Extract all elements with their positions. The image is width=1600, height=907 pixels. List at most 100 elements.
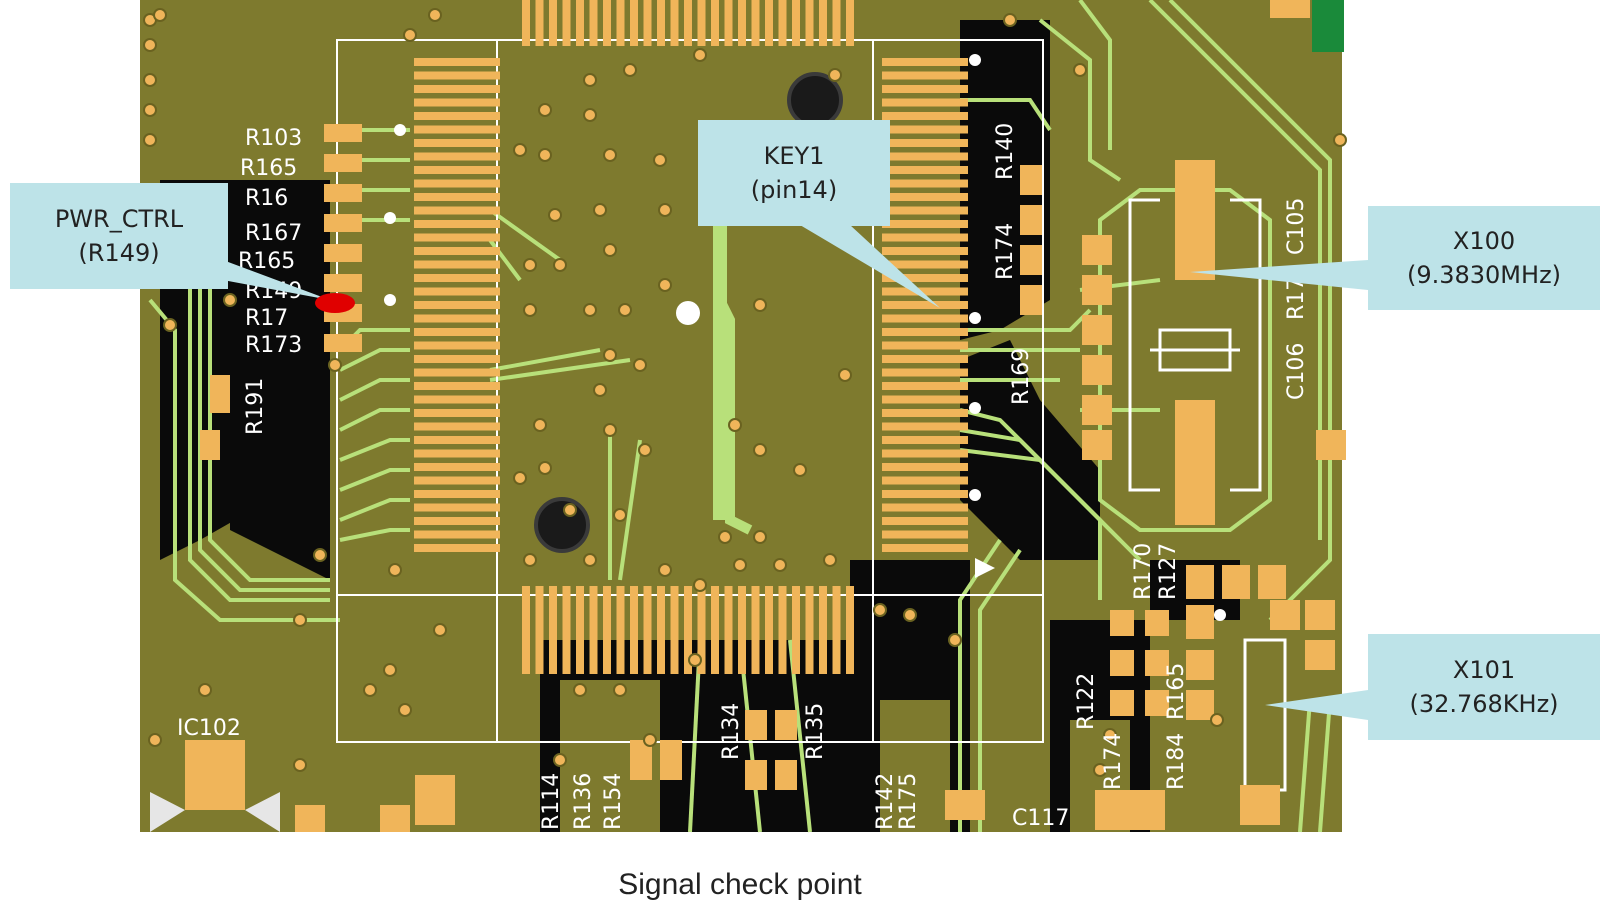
ic-pin <box>630 586 638 674</box>
ic-pin <box>414 206 500 215</box>
via <box>583 303 597 317</box>
via <box>223 293 237 307</box>
ic-pin <box>414 98 500 107</box>
ic-pin <box>882 368 968 377</box>
ic-pin <box>882 395 968 404</box>
svg-text:R127: R127 <box>1156 543 1181 600</box>
via <box>143 38 157 52</box>
via <box>603 243 617 257</box>
via <box>388 563 402 577</box>
ic-pin <box>414 517 500 525</box>
via <box>1003 13 1017 27</box>
ic-pin <box>751 0 760 46</box>
ic-pin <box>414 139 500 147</box>
via <box>753 443 767 457</box>
svg-text:IC102: IC102 <box>177 716 241 741</box>
ic-pin <box>657 586 665 674</box>
via <box>148 733 162 747</box>
callout-pwr-ctrl-name: PWR_CTRL <box>54 205 184 233</box>
callout-pwr-ctrl: PWR_CTRL (R149) <box>10 183 228 289</box>
ic-pin <box>882 58 968 66</box>
ic-pin <box>882 355 968 363</box>
ic-pin <box>738 0 746 46</box>
callout-key1-ref: (pin14) <box>750 176 838 204</box>
via <box>293 758 307 772</box>
ic-pin <box>684 0 692 46</box>
ic-pin <box>882 409 968 417</box>
svg-text:R142: R142 <box>873 773 898 830</box>
via <box>613 508 627 522</box>
ic-pin <box>414 355 500 363</box>
ic-pin <box>882 503 968 512</box>
ic-pin <box>778 586 787 674</box>
via <box>658 278 672 292</box>
ic-pin <box>724 0 733 46</box>
ic-pin <box>522 586 530 674</box>
ic-pin <box>630 0 638 46</box>
svg-text:R135: R135 <box>803 703 828 760</box>
ic-pin <box>414 341 500 350</box>
ic-pin <box>414 328 500 336</box>
ic-pin <box>414 247 500 255</box>
ic-pin <box>882 301 968 309</box>
via <box>753 530 767 544</box>
ic-pin <box>414 287 500 296</box>
svg-text:C117: C117 <box>1012 806 1069 831</box>
ic-pin <box>657 0 665 46</box>
via <box>328 358 342 372</box>
svg-text:R184: R184 <box>1164 733 1189 790</box>
ic-pin <box>832 586 841 674</box>
ic-pin <box>643 586 652 674</box>
ic-pin <box>414 301 500 309</box>
ic-pin <box>603 586 611 674</box>
ic-pin <box>882 166 968 174</box>
via <box>1210 713 1224 727</box>
callout-x100: X100 (9.3830MHz) <box>1368 206 1600 310</box>
via <box>403 28 417 42</box>
ic-pin <box>576 586 584 674</box>
via <box>538 103 552 117</box>
ic-pin <box>414 382 500 390</box>
ic-pin <box>882 517 968 525</box>
svg-text:C105: C105 <box>1284 198 1309 255</box>
ic-pins-right <box>882 58 968 552</box>
ic-pin <box>414 193 500 201</box>
silkscreen-labels: R103 R165 R16 R167 R165 R149 R17 R173 R1… <box>177 123 1309 831</box>
figure-caption: Signal check point <box>618 868 862 901</box>
via <box>643 733 657 747</box>
callout-x100-name: X100 <box>1452 227 1516 255</box>
via <box>903 608 917 622</box>
via <box>948 633 962 647</box>
ic-pin <box>414 233 500 242</box>
ic-pin <box>819 586 827 674</box>
ic-pin <box>882 260 968 269</box>
ic-pin <box>711 586 719 674</box>
ic-pin <box>562 586 571 674</box>
via <box>143 73 157 87</box>
ic-pin <box>792 0 800 46</box>
ic-pin <box>738 586 746 674</box>
via <box>823 553 837 567</box>
svg-text:R170: R170 <box>1131 543 1156 600</box>
via <box>838 368 852 382</box>
via <box>773 558 787 572</box>
ic-pin <box>670 586 679 674</box>
via <box>693 48 707 62</box>
vias <box>143 8 1347 777</box>
via <box>293 613 307 627</box>
x100-outline <box>1128 198 1262 492</box>
mounting-holes <box>534 72 843 553</box>
svg-text:C106: C106 <box>1284 343 1309 400</box>
via <box>383 663 397 677</box>
via <box>653 153 667 167</box>
via <box>428 8 442 22</box>
ic-pin <box>535 0 544 46</box>
via <box>603 348 617 362</box>
svg-text:R17: R17 <box>1284 277 1309 320</box>
ic-pin <box>882 544 968 552</box>
svg-text:R17: R17 <box>245 306 288 331</box>
via <box>753 298 767 312</box>
ic-pin <box>832 0 841 46</box>
ic-pin <box>414 71 500 80</box>
via <box>603 423 617 437</box>
